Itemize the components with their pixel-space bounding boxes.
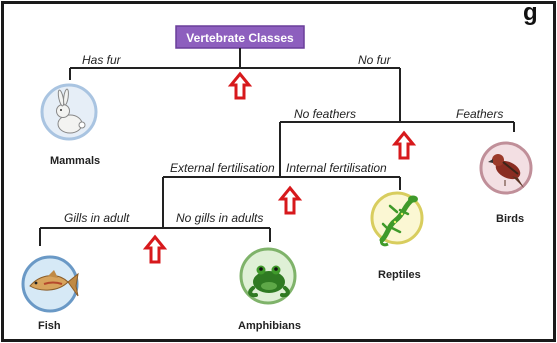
class-label-mammals: Mammals (50, 155, 100, 167)
up-arrow-icon (395, 133, 413, 158)
lizard-icon (372, 193, 422, 245)
fish-icon (23, 257, 78, 311)
branch-label-has-fur: Has fur (82, 53, 122, 67)
branch-label-no-gills-in-adults: No gills in adults (176, 211, 263, 225)
diagram-title: Vertebrate Classes (186, 31, 294, 45)
rabbit-icon (42, 85, 96, 139)
branch-label-no-feathers: No feathers (294, 107, 356, 121)
class-label-birds: Birds (496, 213, 524, 225)
branch-label-feathers: Feathers (456, 107, 503, 121)
branch-label-no-fur: No fur (358, 53, 392, 67)
branch-label-internal-fertilisation: Internal fertilisation (286, 161, 387, 175)
frog-icon (241, 249, 295, 303)
cropped-title-fragment: g (523, 0, 538, 26)
bird-icon (481, 143, 531, 193)
branch-label-gills-in-adult: Gills in adult (64, 211, 130, 225)
up-arrow-icon (231, 74, 249, 98)
class-label-reptiles: Reptiles (378, 269, 421, 281)
up-arrow-icon (146, 237, 164, 262)
class-label-fish: Fish (38, 320, 61, 332)
branch-label-external-fertilisation: External fertilisation (170, 161, 275, 175)
up-arrow-icon (281, 188, 299, 213)
class-label-amphibians: Amphibians (238, 320, 301, 332)
